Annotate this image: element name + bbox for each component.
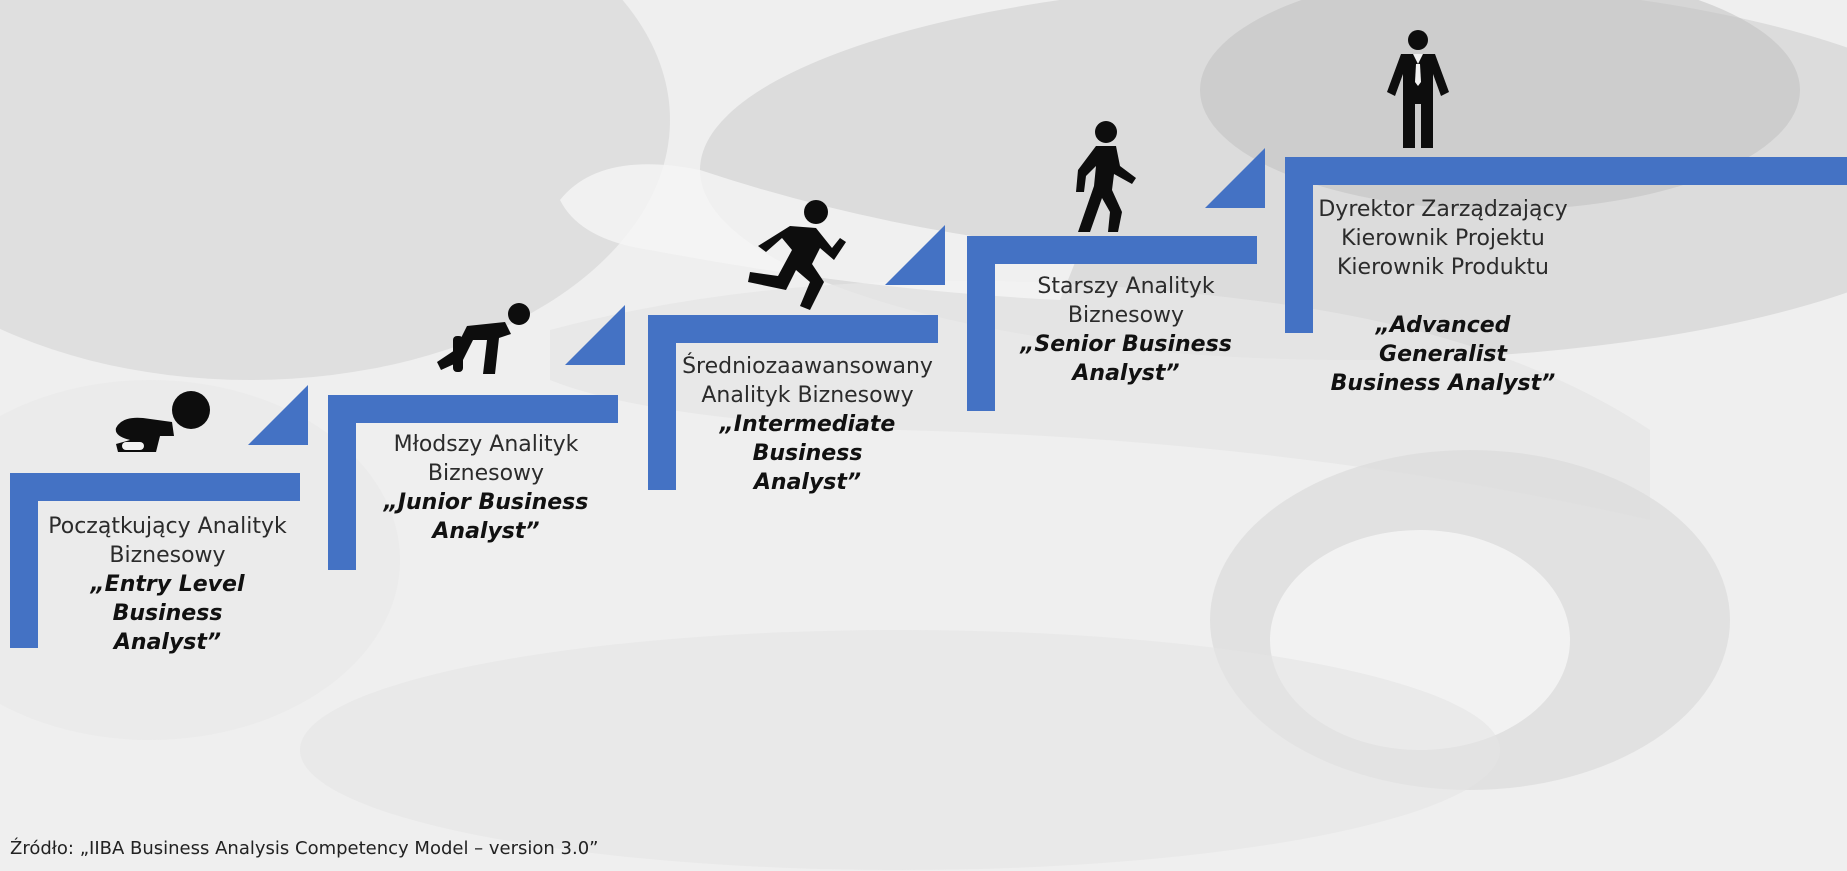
step-5-label: Dyrektor Zarządzający Kierownik Projektu… bbox=[1318, 195, 1568, 398]
step-1-english-line-1: „Entry Level Business bbox=[90, 572, 245, 626]
step-2-polish-line-2: Biznesowy bbox=[427, 461, 545, 486]
step-2-label: Młodszy Analityk Biznesowy „Junior Busin… bbox=[355, 430, 617, 546]
step-2-bracket bbox=[328, 395, 618, 570]
step-5-polish-line-1: Dyrektor Zarządzający bbox=[1318, 197, 1568, 222]
step-4-label: Starszy Analityk Biznesowy „Senior Busin… bbox=[995, 272, 1257, 388]
step-4-polish-line-1: Starszy Analityk bbox=[1037, 274, 1215, 299]
step-2-english-line-1: „Junior Business bbox=[383, 490, 589, 515]
crawling-baby-icon bbox=[115, 391, 210, 452]
step-1-arrow bbox=[248, 385, 308, 445]
step-3-label: Średniozaawansowany Analityk Biznesowy „… bbox=[675, 352, 940, 497]
step-2-english-line-2: Analyst” bbox=[432, 519, 540, 544]
step-1-polish-line-1: Początkujący Analityk bbox=[48, 514, 287, 539]
step-2-arrow bbox=[565, 305, 625, 365]
step-5-polish-line-3: Kierownik Produktu bbox=[1337, 255, 1549, 280]
step-2-polish-line-1: Młodszy Analityk bbox=[393, 432, 579, 457]
step-4-polish-line-2: Biznesowy bbox=[1067, 303, 1185, 328]
step-5-english-line-1: „Advanced Generalist bbox=[1375, 313, 1511, 367]
step-3-english-line-1: „Intermediate Business bbox=[719, 412, 896, 466]
kneeling-person-icon bbox=[437, 303, 530, 374]
step-3-arrow bbox=[885, 225, 945, 285]
step-3-polish-line-1: Średniozaawansowany bbox=[682, 354, 933, 379]
step-4-bracket bbox=[967, 236, 1257, 411]
step-4-english-line-2: Analyst” bbox=[1072, 361, 1180, 386]
step-1-english-line-2: Analyst” bbox=[113, 630, 222, 655]
step-1-polish-line-2: Biznesowy bbox=[109, 543, 226, 568]
walking-person-icon bbox=[1076, 121, 1136, 232]
step-5-bracket bbox=[1285, 157, 1847, 333]
step-3-english-line-2: Analyst” bbox=[753, 470, 862, 495]
step-5-spacer bbox=[1318, 282, 1568, 311]
running-person-icon bbox=[748, 200, 846, 310]
step-1-label: Początkujący Analityk Biznesowy „Entry L… bbox=[35, 512, 300, 657]
step-5-polish-line-2: Kierownik Projektu bbox=[1341, 226, 1545, 251]
businessman-icon bbox=[1387, 30, 1449, 148]
step-1-bracket bbox=[10, 473, 300, 648]
step-3-polish-line-2: Analityk Biznesowy bbox=[701, 383, 914, 408]
source-caption: Źródło: „IIBA Business Analysis Competen… bbox=[10, 838, 599, 859]
step-4-english-line-1: „Senior Business bbox=[1020, 332, 1232, 357]
step-4-arrow bbox=[1205, 148, 1265, 208]
step-5-english-line-2: Business Analyst” bbox=[1330, 371, 1556, 396]
step-3-bracket bbox=[648, 315, 938, 490]
